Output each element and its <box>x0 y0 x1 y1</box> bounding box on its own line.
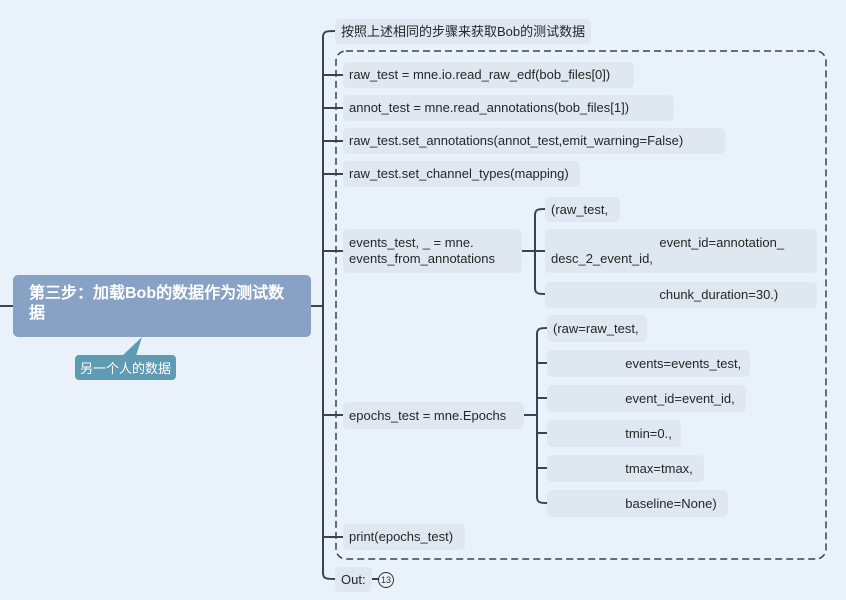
topic-out[interactable]: Out: <box>335 567 372 592</box>
epochs-arg-2[interactable]: events=events_test, <box>547 350 750 377</box>
topic-raw-test-label: raw_test = mne.io.read_raw_edf(bob_files… <box>349 67 611 82</box>
events-arg-2[interactable]: event_id=annotation_ desc_2_event_id, <box>545 229 817 273</box>
summary-boundary <box>335 50 827 560</box>
epochs-arg-1[interactable]: (raw=raw_test, <box>547 315 647 342</box>
epochs-arg-3-label: event_id=event_id, <box>553 390 735 406</box>
topic-annot-test-label: annot_test = mne.read_annotations(bob_fi… <box>349 100 630 115</box>
epochs-arg-5-label: tmax=tmax, <box>553 460 693 476</box>
topic-raw-test[interactable]: raw_test = mne.io.read_raw_edf(bob_files… <box>343 62 634 88</box>
events-arg-1-label: (raw_test, <box>551 201 609 217</box>
epochs-arg-1-label: (raw=raw_test, <box>553 320 639 336</box>
epochs-arg-6-label: baseline=None) <box>553 495 717 511</box>
epochs-arg-5[interactable]: tmax=tmax, <box>547 455 704 482</box>
topic-intro-label: 按照上述相同的步骤来获取Bob的测试数据 <box>341 23 586 39</box>
root-topic[interactable]: 第三步：加载Bob的数据作为测试数据 <box>13 275 311 337</box>
callout-text: 另一个人的数据 <box>79 361 171 376</box>
collapsed-count-badge[interactable]: 13 <box>378 572 394 588</box>
topic-events-test[interactable]: events_test, _ = mne. events_from_annota… <box>343 229 522 273</box>
epochs-arg-2-label: events=events_test, <box>553 355 742 371</box>
events-arg-3-label: chunk_duration=30.) <box>551 287 779 302</box>
topic-set-annotations-label: raw_test.set_annotations(annot_test,emit… <box>349 133 684 148</box>
epochs-arg-4-label: tmin=0., <box>553 425 672 441</box>
callout-pointer <box>122 337 142 356</box>
topic-annot-test[interactable]: annot_test = mne.read_annotations(bob_fi… <box>343 95 674 121</box>
events-arg-2-label: event_id=annotation_ desc_2_event_id, <box>551 235 785 266</box>
topic-out-label: Out: <box>341 571 366 587</box>
topic-epochs-test[interactable]: epochs_test = mne.Epochs <box>343 402 524 429</box>
root-topic-title: 第三步：加载Bob的数据作为测试数据 <box>29 285 285 322</box>
topic-set-annotations[interactable]: raw_test.set_annotations(annot_test,emit… <box>343 128 725 154</box>
topic-set-channel-types[interactable]: raw_test.set_channel_types(mapping) <box>343 161 580 187</box>
topic-print-epochs-label: print(epochs_test) <box>349 529 454 544</box>
collapsed-count-text: 13 <box>380 575 391 585</box>
topic-intro[interactable]: 按照上述相同的步骤来获取Bob的测试数据 <box>335 19 591 44</box>
events-arg-1[interactable]: (raw_test, <box>545 197 620 222</box>
topic-print-epochs[interactable]: print(epochs_test) <box>343 524 465 550</box>
topic-set-channel-types-label: raw_test.set_channel_types(mapping) <box>349 166 569 181</box>
topic-events-test-label: events_test, _ = mne. events_from_annota… <box>349 235 495 266</box>
epochs-arg-6[interactable]: baseline=None) <box>547 490 728 517</box>
epochs-arg-4[interactable]: tmin=0., <box>547 420 681 447</box>
events-arg-3[interactable]: chunk_duration=30.) <box>545 282 817 308</box>
epochs-arg-3[interactable]: event_id=event_id, <box>547 385 746 412</box>
callout-note[interactable]: 另一个人的数据 <box>75 355 176 380</box>
topic-epochs-test-label: epochs_test = mne.Epochs <box>349 407 507 423</box>
